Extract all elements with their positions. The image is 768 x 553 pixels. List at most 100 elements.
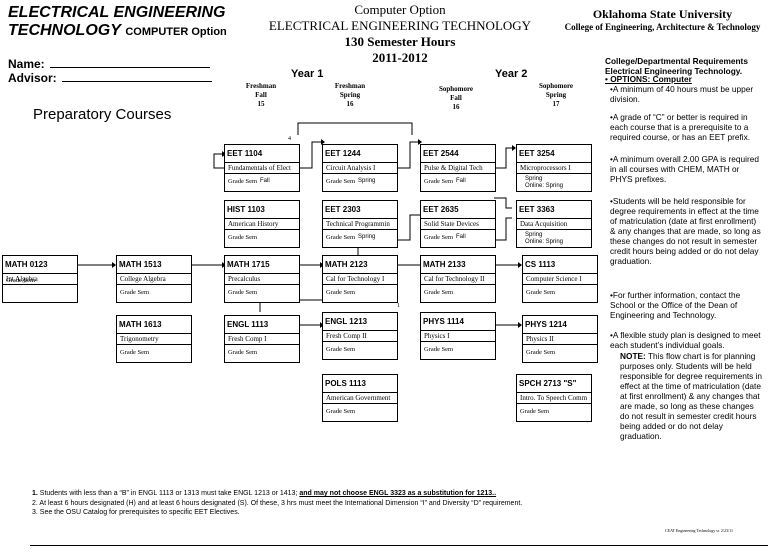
course-grade: Grade Sem	[424, 234, 454, 241]
course-code: EET 3254	[519, 149, 555, 158]
course-name: Cal for Technology I	[323, 273, 397, 285]
course-name: Fresh Comp I	[225, 333, 299, 345]
sem-hours: 16	[452, 103, 460, 111]
credit-line: CEAT Engineering Technology sr. 2/23/11	[665, 528, 733, 533]
course-box-spch-2713[interactable]: SPCH 2713 "S" Intro. To Speech Comm Grad…	[516, 374, 592, 422]
college-name: College of Engineering, Architecture & T…	[564, 22, 761, 32]
course-box-eet-3254[interactable]: EET 3254 Microprocessors I Spring Online…	[516, 144, 592, 192]
course-grade: Grade Sem	[120, 349, 150, 356]
footnote-1-emphasis: and may not choose ENGL 3323 as a substi…	[299, 490, 497, 497]
course-name: Fundamentals of Elect	[225, 162, 299, 174]
course-box-math-2123[interactable]: MATH 2123 Cal for Technology I Grade Sem	[322, 255, 398, 303]
course-name: American History	[225, 218, 299, 230]
requirements-heading: College/Departmental Requirements Electr…	[605, 56, 748, 76]
sem-term: Fall	[450, 94, 462, 102]
sem-level: Sophomore	[538, 82, 574, 90]
course-box-math-1513[interactable]: MATH 1513 College Algebra Grade Sem	[116, 255, 192, 303]
course-name: Int Algebra	[3, 273, 77, 285]
year1-label: Year 1	[291, 68, 324, 80]
course-grade: Grade Sem	[326, 178, 356, 185]
course-term: Fall	[260, 178, 270, 184]
course-code: MATH 2133	[423, 260, 466, 269]
university-name: Oklahoma State University	[592, 7, 733, 21]
course-box-eet-1244[interactable]: EET 1244 Circuit Analysis I Grade Sem Sp…	[322, 144, 398, 192]
course-code: EET 1244	[325, 149, 361, 158]
note-text: This flow chart is for planning purposes…	[620, 351, 763, 441]
course-term: Spring Online: Spring	[525, 176, 564, 189]
course-box-math-1613[interactable]: MATH 1613 Trigonometry Grade Sem	[116, 315, 192, 363]
course-grade: Grade Sem	[326, 408, 356, 415]
sem-level: Freshman	[334, 82, 366, 90]
course-name: Cal for Technology II	[421, 273, 495, 285]
name-field[interactable]: Name:	[8, 57, 211, 71]
course-box-engl-1213[interactable]: ENGL 1213 Fresh Comp II Grade Sem	[322, 312, 398, 360]
footnote-3: 3. See the OSU Catalog for prerequisites…	[32, 509, 240, 516]
name-line[interactable]	[50, 57, 211, 68]
course-name: Pulse & Digital Tech	[421, 162, 495, 174]
course-box-hist-1103[interactable]: HIST 1103 American History Grade Sem	[224, 200, 300, 248]
course-box-eet-2303[interactable]: EET 2303 Technical Programmin Grade Sem …	[322, 200, 398, 248]
course-code: EET 1104	[227, 149, 263, 158]
advisor-line[interactable]	[62, 71, 213, 82]
course-box-pols-1113[interactable]: POLS 1113 American Government Grade Sem	[322, 374, 398, 422]
arrow-label-1: 1	[397, 303, 400, 309]
preparatory-courses-title: Preparatory Courses	[33, 106, 172, 123]
course-code: CS 1113	[525, 260, 556, 269]
course-name: Microprocessors I	[517, 162, 591, 174]
course-name: Circuit Analysis I	[323, 162, 397, 174]
req-item-5: •For further information, contact the Sc…	[610, 290, 741, 320]
sem-term: Fall	[255, 91, 267, 99]
course-code: MATH 0123	[5, 260, 48, 269]
sem-level: Sophomore	[438, 85, 474, 93]
course-grade: Grade Sem	[424, 289, 454, 296]
university-heading: Oklahoma State University College of Eng…	[560, 8, 765, 34]
course-term: Spring	[358, 178, 376, 184]
course-grade: Grade Sem	[228, 234, 258, 241]
course-grade: Grade Sem	[326, 234, 356, 241]
options-line: • OPTIONS: Computer	[605, 74, 692, 84]
center-line-4: 2011-2012	[372, 50, 428, 65]
course-box-eet-3363[interactable]: EET 3363 Data Acquisition Spring Online:…	[516, 200, 592, 248]
sem-hours: 17	[552, 100, 560, 108]
course-term: Fall	[456, 234, 466, 240]
course-grade: Grade Sem	[120, 289, 150, 296]
course-name: Physics II	[523, 333, 597, 345]
footnote-1-number: 1.	[32, 490, 38, 497]
bottom-rule	[30, 545, 768, 546]
req-item-3: •A minimum overall 2.00 GPA is required …	[610, 154, 759, 184]
course-code: MATH 1715	[227, 260, 270, 269]
course-grade: Grade Sem	[326, 346, 356, 353]
center-line-1: Computer Option	[354, 2, 446, 17]
sem-hours: 16	[346, 100, 354, 108]
course-box-math-1715[interactable]: MATH 1715 Precalculus Grade Sem	[224, 255, 300, 303]
course-box-phys-1214[interactable]: PHYS 1214 Physics II Grade Sem	[522, 315, 598, 363]
course-box-cs-1113[interactable]: CS 1113 Computer Science I Grade Sem	[522, 255, 598, 303]
course-box-eet-1104[interactable]: EET 1104 Fundamentals of Elect Grade Sem…	[224, 144, 300, 192]
course-name: Intro. To Speech Comm	[517, 392, 591, 404]
course-box-phys-1114[interactable]: PHYS 1114 Physics I Grade Sem	[420, 312, 496, 360]
advisor-field[interactable]: Advisor:	[8, 71, 213, 85]
arrow-label-4: 4	[288, 136, 291, 142]
course-term: Fall	[456, 178, 466, 184]
footnote-2: 2. At least 6 hours designated (H) and a…	[32, 499, 523, 507]
sem-term: Spring	[339, 91, 361, 99]
course-name: Precalculus	[225, 273, 299, 285]
course-name: Computer Science I	[523, 273, 597, 285]
course-code: EET 2635	[423, 205, 459, 214]
course-box-eet-2544[interactable]: EET 2544 Pulse & Digital Tech Grade Sem …	[420, 144, 496, 192]
footnote-1: 1. Students with less than a “B” in ENGL…	[32, 489, 592, 499]
course-box-eet-2635[interactable]: EET 2635 Solid State Devices Grade Sem F…	[420, 200, 496, 248]
course-code: ENGL 1113	[227, 320, 269, 329]
req-item-4: •Students will be held responsible for d…	[610, 196, 761, 266]
course-grade: Grade Sem	[228, 349, 258, 356]
course-box-math-2133[interactable]: MATH 2133 Cal for Technology II Grade Se…	[420, 255, 496, 303]
course-box-engl-1113[interactable]: ENGL 1113 Fresh Comp I Grade Sem	[224, 315, 300, 363]
course-box-math-0123[interactable]: MATH 0123 Int Algebra Grade Sem	[2, 255, 78, 303]
title-option: COMPUTER Option	[125, 26, 227, 38]
course-name: Physics I	[421, 330, 495, 342]
course-code: EET 2303	[325, 205, 361, 214]
